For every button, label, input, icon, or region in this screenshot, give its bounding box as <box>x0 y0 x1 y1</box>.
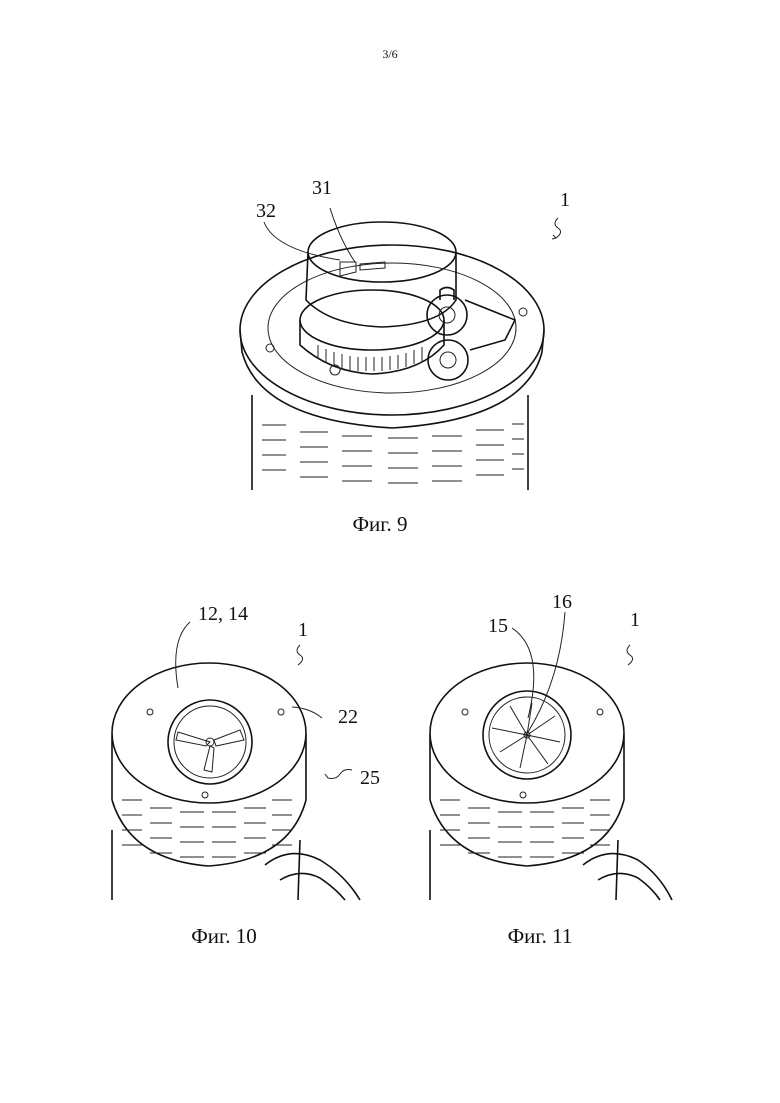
label-15: 15 <box>488 616 508 636</box>
label-16: 16 <box>552 592 572 612</box>
label-1-fig11: 1 <box>630 610 640 630</box>
caption-fig-11: Фиг. 11 <box>440 924 640 949</box>
